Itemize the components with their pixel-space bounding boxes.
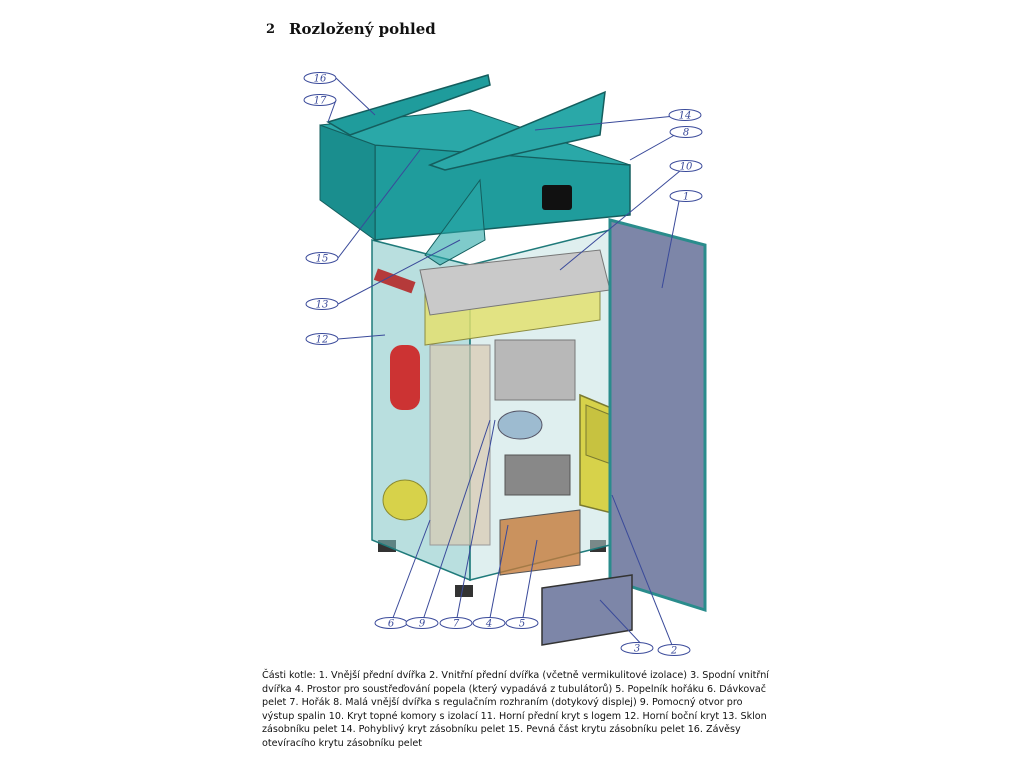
callout-label: 1: [683, 192, 689, 203]
callout-label: 10: [680, 162, 693, 173]
callout-label: 6: [388, 619, 395, 630]
callout: 9: [405, 617, 439, 630]
lower-inner-door: [541, 574, 633, 646]
callout: 4: [472, 617, 506, 630]
callout: 7: [439, 617, 473, 630]
callout-label: 7: [453, 619, 460, 630]
callout-label: 15: [316, 254, 329, 265]
feeder-motor: [382, 479, 428, 521]
hopper-slope: [424, 178, 486, 266]
hopper-top: [319, 109, 631, 166]
callout: 17: [303, 94, 337, 107]
callout-label: 17: [314, 96, 327, 107]
callout-label: 5: [519, 619, 525, 630]
section-title: Rozložený pohled: [289, 20, 436, 38]
outer-front-door: [608, 218, 707, 613]
lid-hinge: [326, 74, 491, 136]
boiler-illustration: [319, 74, 707, 646]
burner-housing: [494, 339, 576, 401]
callout-list: 1 2 3 4 5 6 7 8 9 10 12 13 14 15 16 17: [303, 72, 703, 657]
ash-drawer: [499, 509, 581, 576]
callout-label: 14: [679, 111, 692, 122]
callout: 1: [669, 190, 703, 203]
callout: 5: [505, 617, 539, 630]
callout-label: 3: [634, 644, 640, 655]
callout-label: 2: [670, 646, 677, 657]
burner: [497, 410, 543, 440]
callout-label: 12: [316, 335, 329, 346]
callout: 3: [620, 642, 654, 655]
callout: 15: [305, 252, 339, 265]
callout-label: 16: [314, 74, 327, 85]
callout: 12: [305, 333, 339, 346]
section-number: 2: [266, 22, 276, 37]
callout-label: 9: [419, 619, 426, 630]
leader-lines: [327, 77, 687, 651]
callout: 13: [305, 298, 339, 311]
expansion-tank: [390, 345, 420, 410]
callout: 14: [668, 109, 702, 122]
callout: 6: [374, 617, 408, 630]
callout-label: 13: [316, 300, 329, 311]
movable-hopper-lid: [427, 90, 606, 171]
callout-label: 8: [683, 128, 689, 139]
callout: 16: [303, 72, 337, 85]
foot: [455, 585, 473, 597]
callout: 10: [669, 160, 703, 173]
callout: 2: [657, 644, 691, 657]
insulation-block: [429, 344, 491, 546]
callout: 8: [669, 126, 703, 139]
ash-chamber: [504, 454, 571, 496]
section-heading: 2 Rozložený pohled: [266, 20, 436, 38]
control-display: [542, 185, 572, 210]
pipe: [373, 268, 416, 294]
figure-caption: Části kotle: 1. Vnější přední dvířka 2. …: [262, 670, 769, 749]
callout-label: 4: [485, 619, 492, 630]
